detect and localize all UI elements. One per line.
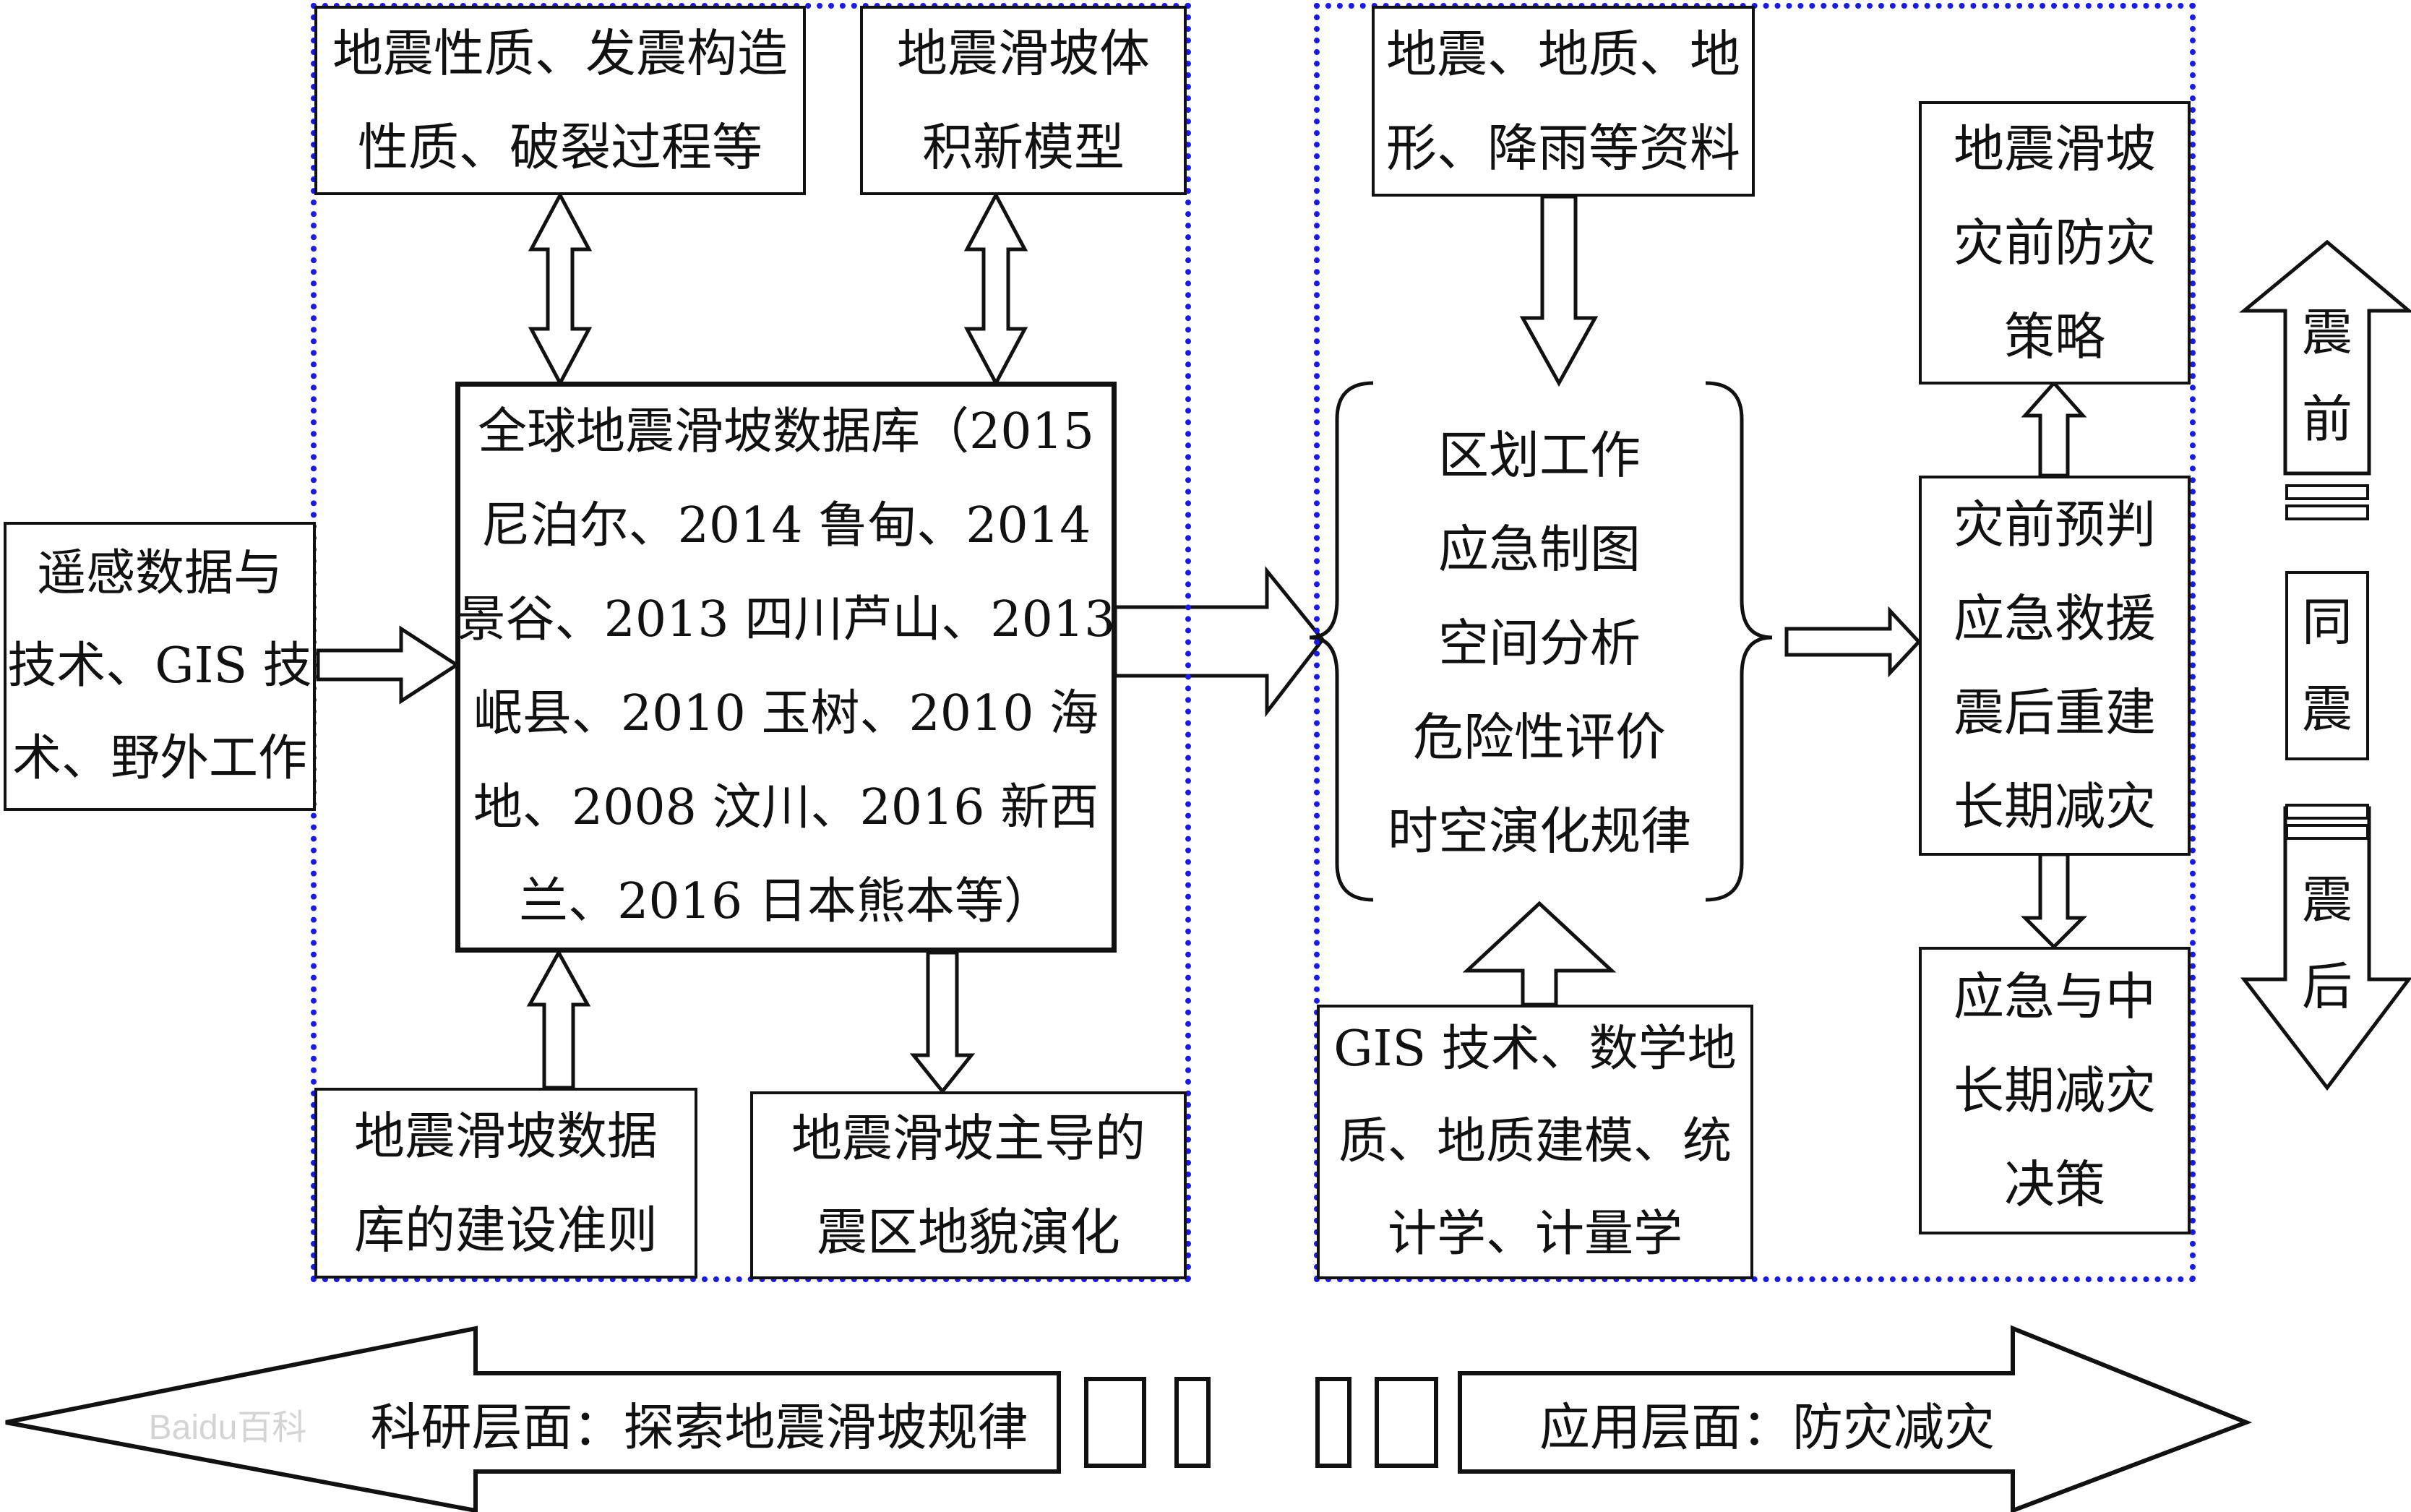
methods-box: GIS 技术、数学地 质、地质建模、统 计学、计量学 xyxy=(1317,1005,1753,1279)
watermark-text: Baidu百科 xyxy=(148,1409,307,1447)
timeline-same-box: 同 震 xyxy=(2285,571,2369,760)
input-data-line-2: 形、降雨等资料 xyxy=(1386,119,1740,178)
methods-line-2: 质、地质建模、统 xyxy=(1338,1113,1732,1170)
forecast-line-2: 应急救援 xyxy=(1954,589,2156,648)
landslide-volume-line-2: 积新模型 xyxy=(922,118,1125,177)
database-line-5: 地、2008 汶川、2016 新西 xyxy=(473,779,1099,836)
timeline-separator-upper-2 xyxy=(2285,504,2369,520)
timeline-before-label: 震 前 xyxy=(2285,289,2369,463)
work-item-emergency-mapping: 应急制图 xyxy=(1438,520,1641,579)
remote-sensing-line-1: 遥感数据与 xyxy=(36,545,283,602)
landform-evolution-box: 地震滑坡主导的 震区地貌演化 xyxy=(750,1091,1187,1279)
forecast-to-decision-arrow xyxy=(2020,852,2088,950)
timeline-before-char-1: 震 xyxy=(2302,303,2352,362)
remote-sensing-line-3: 术、野外工作 xyxy=(12,730,307,787)
timeline-before-char-2: 前 xyxy=(2302,390,2352,449)
work-to-forecast-arrow xyxy=(1784,606,1922,678)
earthquake-nature-line-1: 地震性质、发震构造 xyxy=(332,24,788,83)
decision-line-2: 长期减灾 xyxy=(1954,1061,2156,1120)
timeline-separator-upper-1 xyxy=(2285,484,2369,500)
database-criteria-line-1: 地震滑坡数据 xyxy=(354,1107,658,1166)
bottom-separator-1 xyxy=(1084,1377,1146,1468)
landslide-volume-box: 地震滑坡体 积新模型 xyxy=(860,6,1187,195)
timeline-same-char-2: 震 xyxy=(2302,679,2352,739)
remote-sensing-line-2: 技术、GIS 技 xyxy=(7,637,312,695)
timeline-same-char-1: 同 xyxy=(2302,593,2352,652)
mitigation-decision-box: 应急与中 长期减灾 决策 xyxy=(1919,947,2191,1234)
remote-sensing-box: 遥感数据与 技术、GIS 技 术、野外工作 xyxy=(4,522,316,811)
work-left-brace xyxy=(1309,381,1374,902)
bottom-separator-4 xyxy=(1375,1377,1438,1468)
timeline-separator-lower-1 xyxy=(2285,804,2369,820)
research-layer-text: 科研层面：探索地震滑坡规律 xyxy=(370,1397,1028,1457)
prevention-strategy-line-1: 地震滑坡 xyxy=(1954,119,2156,179)
forecast-rescue-box: 灾前预判 应急救援 震后重建 长期减灾 xyxy=(1919,476,2191,856)
prevention-strategy-box: 地震滑坡 灾前防灾 策略 xyxy=(1919,101,2191,385)
forecast-line-3: 震后重建 xyxy=(1954,683,2156,742)
application-region xyxy=(1314,3,2196,1282)
database-line-1: 全球地震滑坡数据库（2015 xyxy=(477,403,1095,460)
landform-evolution-line-2: 震区地貌演化 xyxy=(817,1203,1120,1262)
landform-evolution-line-1: 地震滑坡主导的 xyxy=(791,1109,1146,1168)
database-criteria-box: 地震滑坡数据 库的建设准则 xyxy=(314,1088,697,1279)
database-criteria-line-2: 库的建设准则 xyxy=(354,1200,658,1260)
timeline-after-label: 震 后 xyxy=(2285,856,2369,1030)
forecast-line-1: 灾前预判 xyxy=(1954,495,2156,554)
bottom-separator-3 xyxy=(1315,1377,1351,1468)
decision-line-1: 应急与中 xyxy=(1954,967,2156,1026)
forecast-line-4: 长期减灾 xyxy=(1954,777,2156,836)
work-item-zoning: 区划工作 xyxy=(1438,426,1641,485)
methods-to-work-arrow xyxy=(1462,901,1617,1007)
baidu-watermark: Baidu百科 xyxy=(119,1399,336,1449)
data-to-work-arrow xyxy=(1519,194,1599,387)
work-item-spatiotemporal-evolution: 时空演化规律 xyxy=(1388,802,1691,861)
application-layer-text: 应用层面：防灾减灾 xyxy=(1539,1397,1995,1457)
database-line-6: 兰、2016 日本熊本等） xyxy=(519,873,1053,930)
bottom-separator-2 xyxy=(1174,1377,1211,1468)
research-layer-label: 科研层面：探索地震滑坡规律 xyxy=(340,1377,1059,1469)
input-data-line-1: 地震、地质、地 xyxy=(1386,25,1740,84)
timeline-separator-lower-2 xyxy=(2285,824,2369,840)
application-layer-arrow xyxy=(1458,1325,2253,1512)
landslide-volume-line-1: 地震滑坡体 xyxy=(897,24,1150,83)
research-layer-arrow xyxy=(5,1326,1061,1512)
application-layer-label: 应用层面：防灾减灾 xyxy=(1467,1377,2067,1469)
database-to-application-arrow xyxy=(1113,565,1325,718)
remote-to-database-arrow xyxy=(316,625,460,705)
work-item-spatial-analysis: 空间分析 xyxy=(1438,614,1641,673)
methods-line-1: GIS 技术、数学地 xyxy=(1333,1021,1737,1078)
database-line-2: 尼泊尔、2014 鲁甸、2014 xyxy=(481,497,1091,554)
database-line-3: 景谷、2013 四川芦山、2013 xyxy=(456,591,1116,648)
prevention-strategy-line-2: 灾前防灾 xyxy=(1954,213,2156,272)
work-items: 区划工作 应急制图 空间分析 危险性评价 时空演化规律 xyxy=(1344,394,1735,893)
timeline-after-char-1: 震 xyxy=(2302,870,2352,929)
earthquake-nature-box: 地震性质、发震构造 性质、破裂过程等 xyxy=(314,6,806,195)
work-right-brace xyxy=(1705,381,1773,902)
work-item-hazard-assessment: 危险性评价 xyxy=(1413,708,1666,767)
timeline-before-arrow xyxy=(2239,239,2411,476)
earthquake-nature-line-2: 性质、破裂过程等 xyxy=(358,118,762,177)
prevention-strategy-line-3: 策略 xyxy=(2004,307,2105,366)
input-data-box: 地震、地质、地 形、降雨等资料 xyxy=(1372,6,1755,197)
forecast-to-strategy-arrow xyxy=(2021,380,2087,478)
database-line-4: 岷县、2010 玉树、2010 海 xyxy=(473,685,1099,742)
decision-line-3: 决策 xyxy=(2004,1155,2105,1214)
timeline-after-char-2: 后 xyxy=(2302,957,2352,1016)
methods-line-3: 计学、计量学 xyxy=(1387,1206,1682,1263)
database-to-evolution-arrow xyxy=(909,950,976,1095)
global-landslide-database-box: 全球地震滑坡数据库（2015 尼泊尔、2014 鲁甸、2014 景谷、2013 … xyxy=(455,382,1117,953)
criteria-to-database-arrow xyxy=(526,948,591,1090)
